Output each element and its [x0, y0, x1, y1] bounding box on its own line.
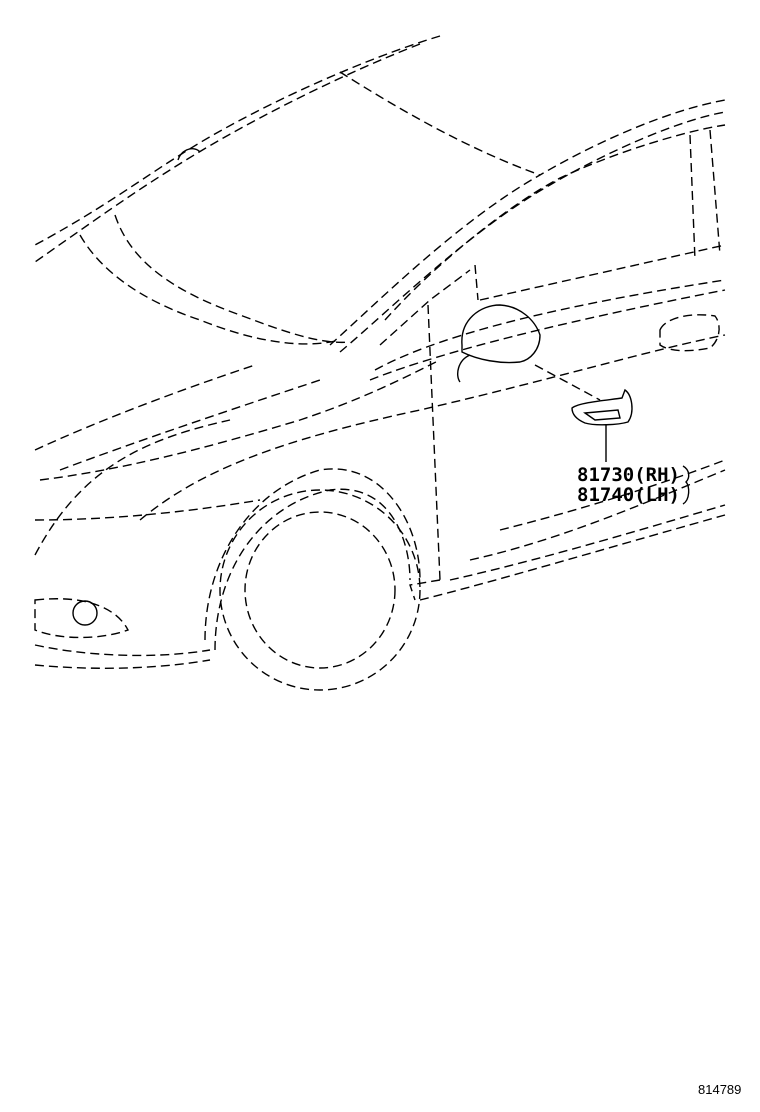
part-callout-rh[interactable]: 81730(RH)	[577, 464, 680, 486]
diagram-id: 814789	[698, 1082, 742, 1097]
part-callout-lh[interactable]: 81740(LH)	[577, 484, 680, 506]
